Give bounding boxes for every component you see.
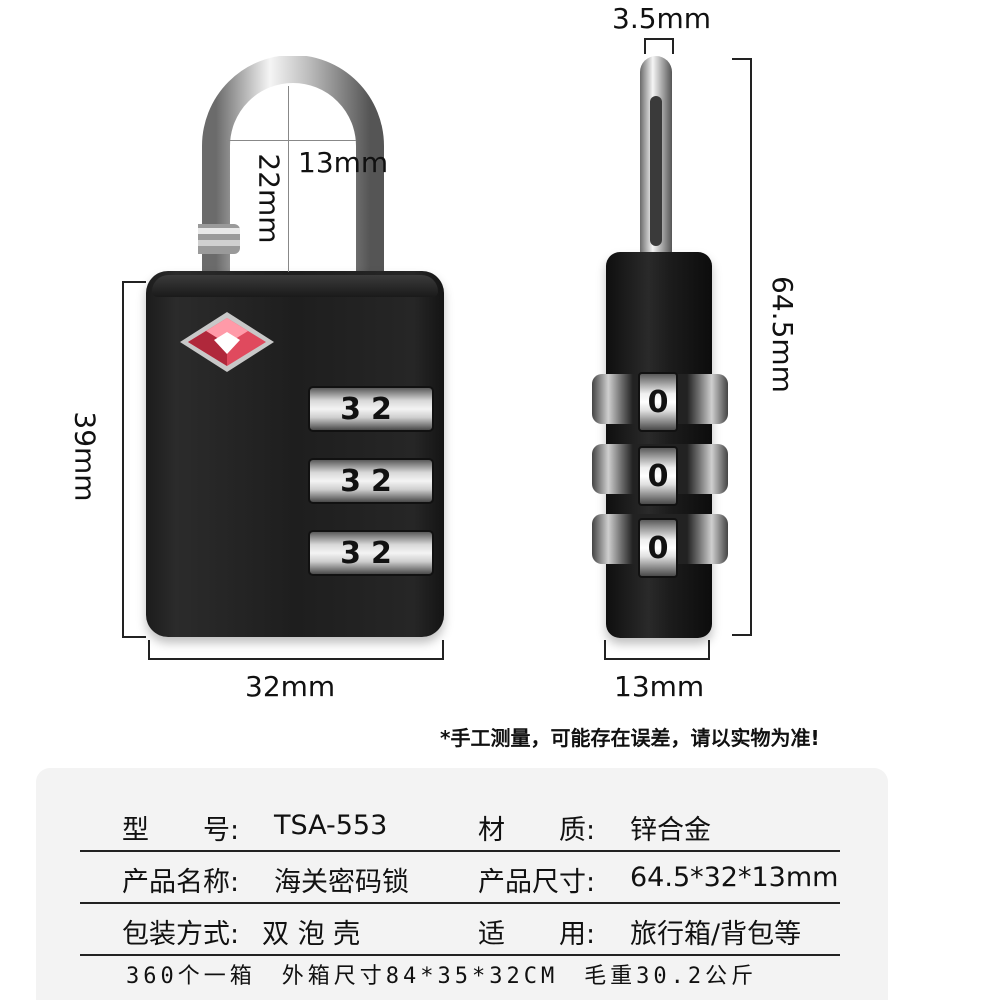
dim-body-height: 39mm [68, 411, 102, 502]
dim-tick [708, 640, 710, 660]
side-dial-1[interactable]: 0 [638, 372, 678, 432]
dim-line-body-width [148, 658, 444, 660]
spec-package-value: 双 泡 壳 [262, 919, 361, 950]
spec-material-label: 材 质: [478, 815, 596, 846]
dim-line-shackle-clearance [288, 86, 289, 272]
tsa-diamond-icon [180, 312, 274, 372]
dim-line-body-height [122, 281, 124, 637]
spec-use-value: 旅行箱/背包等 [630, 919, 802, 950]
spec-panel [36, 768, 888, 1000]
dim-line-total-height [750, 58, 752, 636]
dim-total-height: 64.5mm [765, 276, 799, 393]
spec-divider [80, 902, 840, 904]
shipping-info: 360个一箱 外箱尺寸84*35*32CM 毛重30.2公斤 [126, 964, 758, 989]
dim-tick [732, 58, 752, 60]
spec-model-label: 型 号: [122, 815, 240, 846]
dim-tick [148, 640, 150, 660]
front-dial-2[interactable]: 32 [308, 458, 434, 504]
front-lock-body [146, 271, 444, 637]
dim-body-depth: 13mm [614, 670, 705, 703]
spec-material-value: 锌合金 [630, 815, 711, 846]
side-dial-3[interactable]: 0 [638, 518, 678, 578]
dim-line-shackle-thickness [644, 38, 674, 40]
side-dial-2[interactable]: 0 [638, 446, 678, 506]
spec-divider [80, 954, 840, 956]
dim-tick [672, 38, 674, 54]
dim-tick [122, 636, 146, 638]
spec-size-label: 产品尺寸: [478, 867, 596, 898]
front-dial-1[interactable]: 32 [308, 386, 434, 432]
side-shackle [640, 56, 672, 286]
dim-tick [604, 640, 606, 660]
measurement-note: *手工测量，可能存在误差，请以实物为准! [440, 726, 820, 750]
dim-line-shackle-width [226, 140, 356, 141]
dim-shackle-thickness: 3.5mm [612, 2, 712, 35]
dim-tick [732, 634, 752, 636]
front-dial-3[interactable]: 32 [308, 530, 434, 576]
dim-tick [644, 38, 646, 54]
dim-line-depth [604, 658, 710, 660]
dim-tick [122, 281, 146, 283]
dim-tick [442, 640, 444, 660]
spec-use-label: 适 用: [478, 919, 596, 950]
spec-name-label: 产品名称: [122, 867, 240, 898]
spec-divider [80, 850, 840, 852]
dim-shackle-inner-width: 13mm [298, 146, 389, 179]
spec-name-value: 海关密码锁 [274, 867, 409, 898]
dim-shackle-clearance: 22mm [252, 153, 286, 244]
spec-model-value: TSA-553 [274, 810, 388, 841]
dim-body-width: 32mm [245, 670, 336, 703]
front-shackle [198, 56, 384, 306]
spec-size-value: 64.5*32*13mm [630, 862, 839, 893]
spec-package-label: 包装方式: [122, 919, 240, 950]
